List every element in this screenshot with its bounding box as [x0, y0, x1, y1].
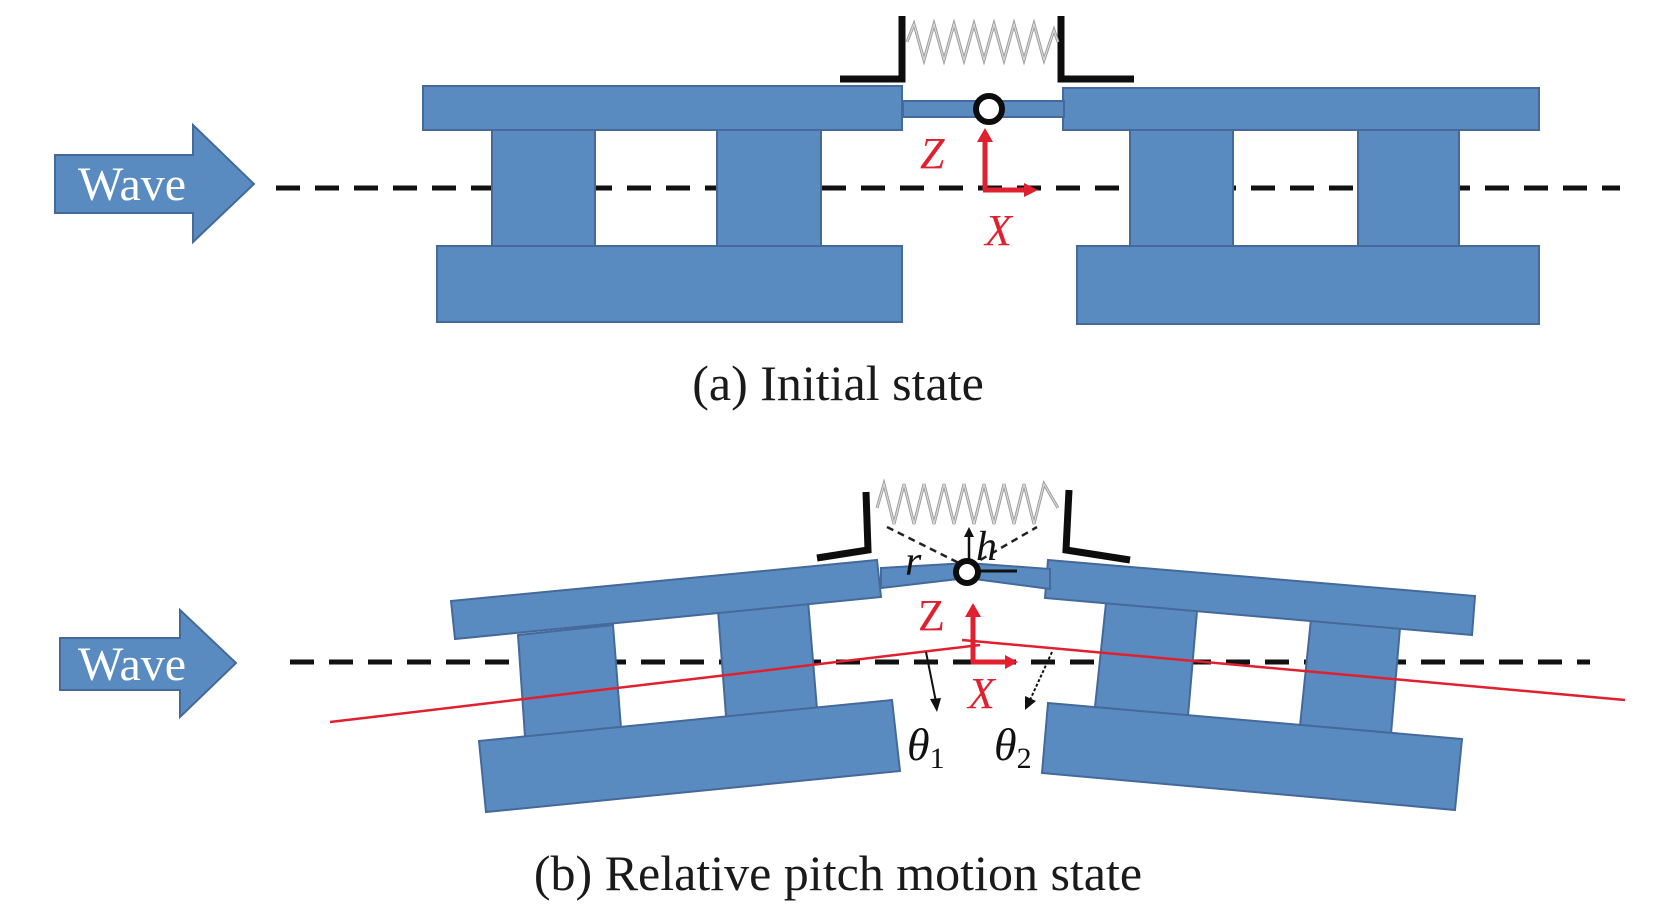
theta2-subscript: 2	[1017, 742, 1032, 775]
left-module-column-1	[491, 129, 596, 247]
theta2-symbol: θ	[994, 719, 1017, 770]
label-theta2: θ2	[994, 719, 1032, 775]
radius-r-line	[886, 525, 966, 568]
right-module-pontoon	[1076, 245, 1540, 325]
spring-icon-b	[875, 478, 1060, 525]
x-axis-label-a: X	[983, 206, 1014, 255]
right-bracket-a	[1057, 16, 1134, 83]
arrow-up-icon	[964, 527, 974, 537]
left-module-tilt-line	[329, 643, 981, 724]
left-module-deck	[422, 85, 903, 131]
coordinate-axes-b: Z X	[918, 591, 1018, 718]
arrow-right-icon	[1024, 183, 1038, 197]
x-axis-label-b: X	[966, 669, 997, 718]
right-module-column-2	[1298, 617, 1402, 736]
wave-label-a: Wave	[78, 158, 186, 211]
right-module-deck	[1062, 87, 1540, 131]
radius-r-line-right	[969, 525, 1038, 568]
panel-a: Wave	[54, 16, 1620, 411]
left-module-column-2	[716, 127, 822, 247]
right-module-column-2	[1357, 127, 1460, 247]
coordinate-axes-a: Z X	[920, 128, 1038, 255]
caption-a: (a) Initial state	[692, 355, 984, 411]
left-bracket-a	[840, 16, 906, 83]
wave-label-b: Wave	[78, 638, 186, 691]
right-module-a	[1062, 87, 1540, 325]
left-module-b	[449, 558, 902, 814]
wave-arrow-a: Wave	[54, 122, 256, 245]
right-module-b	[1040, 558, 1477, 812]
left-module-pontoon	[436, 245, 903, 323]
right-module-tilt-line	[961, 638, 1626, 702]
theta1-leader	[925, 651, 937, 703]
panel-b: Wave	[59, 478, 1626, 901]
arrow-right-icon	[54, 122, 256, 245]
arrow-right-icon	[59, 607, 238, 720]
theta2-leader	[1029, 651, 1053, 701]
left-module-pontoon	[477, 698, 902, 814]
arrow-down-icon	[1025, 696, 1036, 710]
right-module-column-1	[1129, 129, 1234, 247]
theta1-symbol: θ	[907, 719, 930, 770]
arrow-up-icon	[977, 128, 993, 142]
hinge-circle-a	[973, 93, 1005, 125]
left-bracket-b	[816, 491, 872, 562]
wave-arrow-b: Wave	[59, 607, 238, 720]
arrow-down-icon	[930, 698, 941, 712]
caption-b: (b) Relative pitch motion state	[534, 845, 1142, 901]
left-module-a	[422, 85, 903, 323]
z-axis-label-b: Z	[918, 591, 945, 640]
hinge-circle-b	[953, 558, 981, 586]
right-module-pontoon	[1040, 701, 1464, 812]
z-axis-label-a: Z	[920, 129, 945, 178]
theta1-subscript: 1	[930, 742, 945, 775]
label-r: r	[905, 539, 922, 585]
right-bracket-b	[1062, 489, 1131, 564]
label-h: h	[976, 524, 997, 570]
arrow-up-icon	[965, 603, 981, 617]
arrow-right-icon	[1005, 655, 1018, 669]
left-module-deck	[449, 558, 883, 641]
label-theta1: θ1	[907, 719, 945, 775]
spring-icon-a	[905, 18, 1060, 66]
